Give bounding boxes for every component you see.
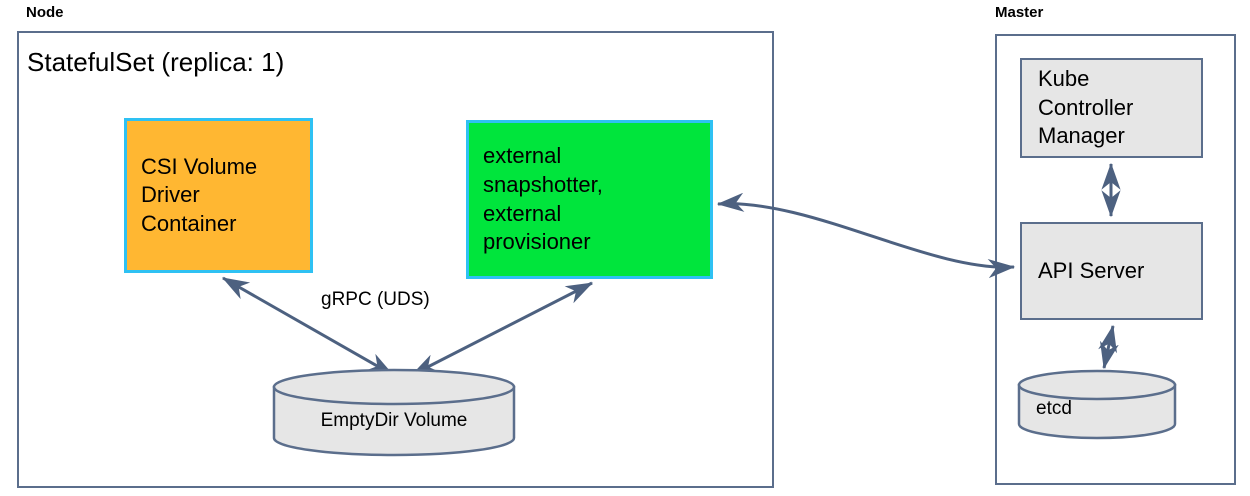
- emptydir-cylinder-shape: [272, 368, 516, 457]
- kube-controller-manager-box[interactable]: Kube Controller Manager: [1020, 58, 1203, 158]
- etcd-label: etcd: [1036, 398, 1072, 419]
- emptydir-volume-label: EmptyDir Volume: [320, 410, 468, 431]
- edge-api-server-to-etcd: [1098, 324, 1119, 370]
- external-sidecars-box[interactable]: external snapshotter, external provision…: [466, 120, 713, 279]
- csi-volume-driver-container-box[interactable]: CSI Volume Driver Container: [124, 118, 313, 273]
- api-server-label: API Server: [1038, 257, 1145, 283]
- statefulset-title: StatefulSet (replica: 1): [27, 47, 285, 77]
- edge-csi-driver-to-emptydir: [221, 276, 395, 377]
- grpc-uds-edge-label: gRPC (UDS): [321, 289, 430, 310]
- edge-sidecars-to-emptydir: [410, 281, 594, 377]
- edge-sidecars-to-api-server: [716, 192, 1016, 279]
- master-group-label: Master: [995, 4, 1044, 21]
- node-group-label: Node: [26, 4, 64, 21]
- csi-volume-driver-container-label: CSI Volume Driver Container: [141, 153, 258, 236]
- external-sidecars-label: external snapshotter, external provision…: [483, 143, 603, 255]
- api-server-box[interactable]: API Server: [1020, 222, 1203, 320]
- kube-controller-manager-label: Kube Controller Manager: [1038, 66, 1134, 149]
- etcd-cylinder-shape: [1017, 369, 1177, 440]
